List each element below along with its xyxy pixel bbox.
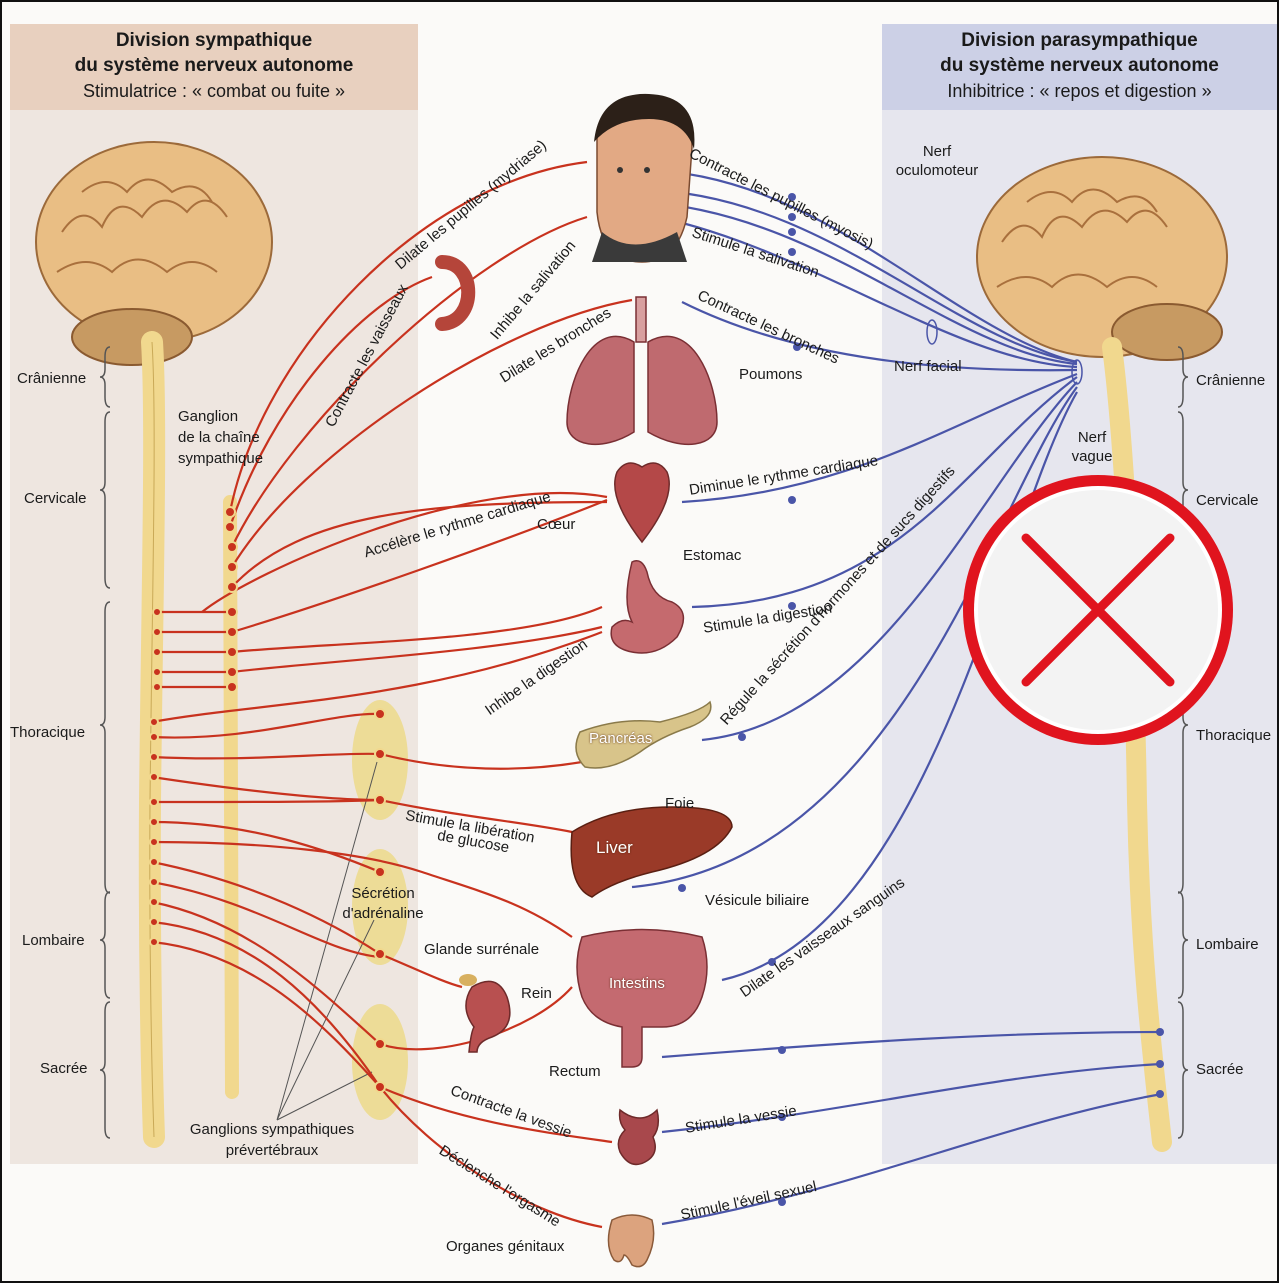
sympathetic-title-line2: du système nerveux autonome xyxy=(10,53,418,78)
gallbladder-label: Vésicule biliaire xyxy=(705,892,809,909)
heart-label: Cœur xyxy=(537,516,575,533)
region-label-thoracic-right: Thoracique xyxy=(1196,727,1271,744)
vagus-nerve-label-line2: vague xyxy=(1062,447,1122,466)
red-x-cross-icon xyxy=(963,475,1233,745)
adrenaline-secretion-label: Sécrétion d'adrénaline xyxy=(338,884,428,924)
region-label-sacral-left: Sacrée xyxy=(40,1060,88,1077)
face-illustration xyxy=(592,94,694,262)
intestines xyxy=(577,930,707,1068)
rectum-label: Rectum xyxy=(549,1063,601,1080)
region-label-cranial-left: Crânienne xyxy=(17,370,86,387)
sympathetic-header: Division sympathique du système nerveux … xyxy=(10,24,418,110)
region-label-cranial-right: Crânienne xyxy=(1196,372,1265,389)
region-label-lumbar-left: Lombaire xyxy=(22,932,85,949)
vagus-nerve-label-line1: Nerf xyxy=(1062,428,1122,447)
kidney xyxy=(466,981,510,1052)
chain-ganglion-label: Ganglion de la chaîne sympathique xyxy=(178,406,263,469)
facial-nerve-label: Nerf facial xyxy=(894,358,962,375)
lungs-label: Poumons xyxy=(739,366,802,383)
heart xyxy=(615,463,669,542)
sympathetic-title-line1: Division sympathique xyxy=(10,28,418,53)
kidney-label: Rein xyxy=(521,985,552,1002)
inferior-mesenteric-ganglion xyxy=(352,1004,408,1120)
adrenal-gland xyxy=(459,974,477,986)
vagus-nerve-label: Nerf vague xyxy=(1062,428,1122,466)
region-label-sacral-right: Sacrée xyxy=(1196,1061,1244,1078)
pancreas-label: Pancréas xyxy=(589,730,652,747)
stomach xyxy=(611,561,683,653)
bladder xyxy=(618,1110,658,1164)
genitals xyxy=(608,1215,653,1267)
region-label-thoracic-left: Thoracique xyxy=(10,724,85,741)
parasympathetic-subtitle: Inhibitrice : « repos et digestion » xyxy=(882,78,1277,104)
chain-ganglion-label-line2: de la chaîne xyxy=(178,427,263,448)
oculomotor-nerve-label: Nerf oculomoteur xyxy=(882,142,992,180)
parasympathetic-title-line2: du système nerveux autonome xyxy=(882,53,1277,78)
prevertebral-ganglia-label-line1: Ganglions sympathiques xyxy=(172,1119,372,1140)
liver-label-fr: Foie xyxy=(665,795,694,812)
parasympathetic-title-line1: Division parasympathique xyxy=(882,28,1277,53)
region-label-lumbar-right: Lombaire xyxy=(1196,936,1259,953)
chain-ganglion-label-line3: sympathique xyxy=(178,448,263,469)
region-label-cervical-right: Cervicale xyxy=(1196,492,1259,509)
sympathetic-subtitle: Stimulatrice : « combat ou fuite » xyxy=(10,78,418,104)
genitals-label: Organes génitaux xyxy=(446,1238,564,1255)
adrenaline-secretion-label-line1: Sécrétion xyxy=(338,884,428,904)
stomach-label: Estomac xyxy=(683,547,741,564)
adrenaline-secretion-label-line2: d'adrénaline xyxy=(338,904,428,924)
adrenal-gland-label: Glande surrénale xyxy=(424,941,539,958)
oculomotor-nerve-label-line1: Nerf xyxy=(882,142,992,161)
right-brain xyxy=(977,157,1227,360)
region-label-cervical-left: Cervicale xyxy=(24,490,87,507)
intestines-label: Intestins xyxy=(609,975,665,992)
oculomotor-nerve-label-line2: oculomoteur xyxy=(882,161,992,180)
prevertebral-ganglia-label-line2: prévertébraux xyxy=(172,1140,372,1161)
parasympathetic-header: Division parasympathique du système nerv… xyxy=(882,24,1277,110)
liver-label-en: Liver xyxy=(596,838,633,858)
chain-ganglion-label-line1: Ganglion xyxy=(178,406,263,427)
prevertebral-ganglia-label: Ganglions sympathiques prévertébraux xyxy=(172,1119,372,1161)
